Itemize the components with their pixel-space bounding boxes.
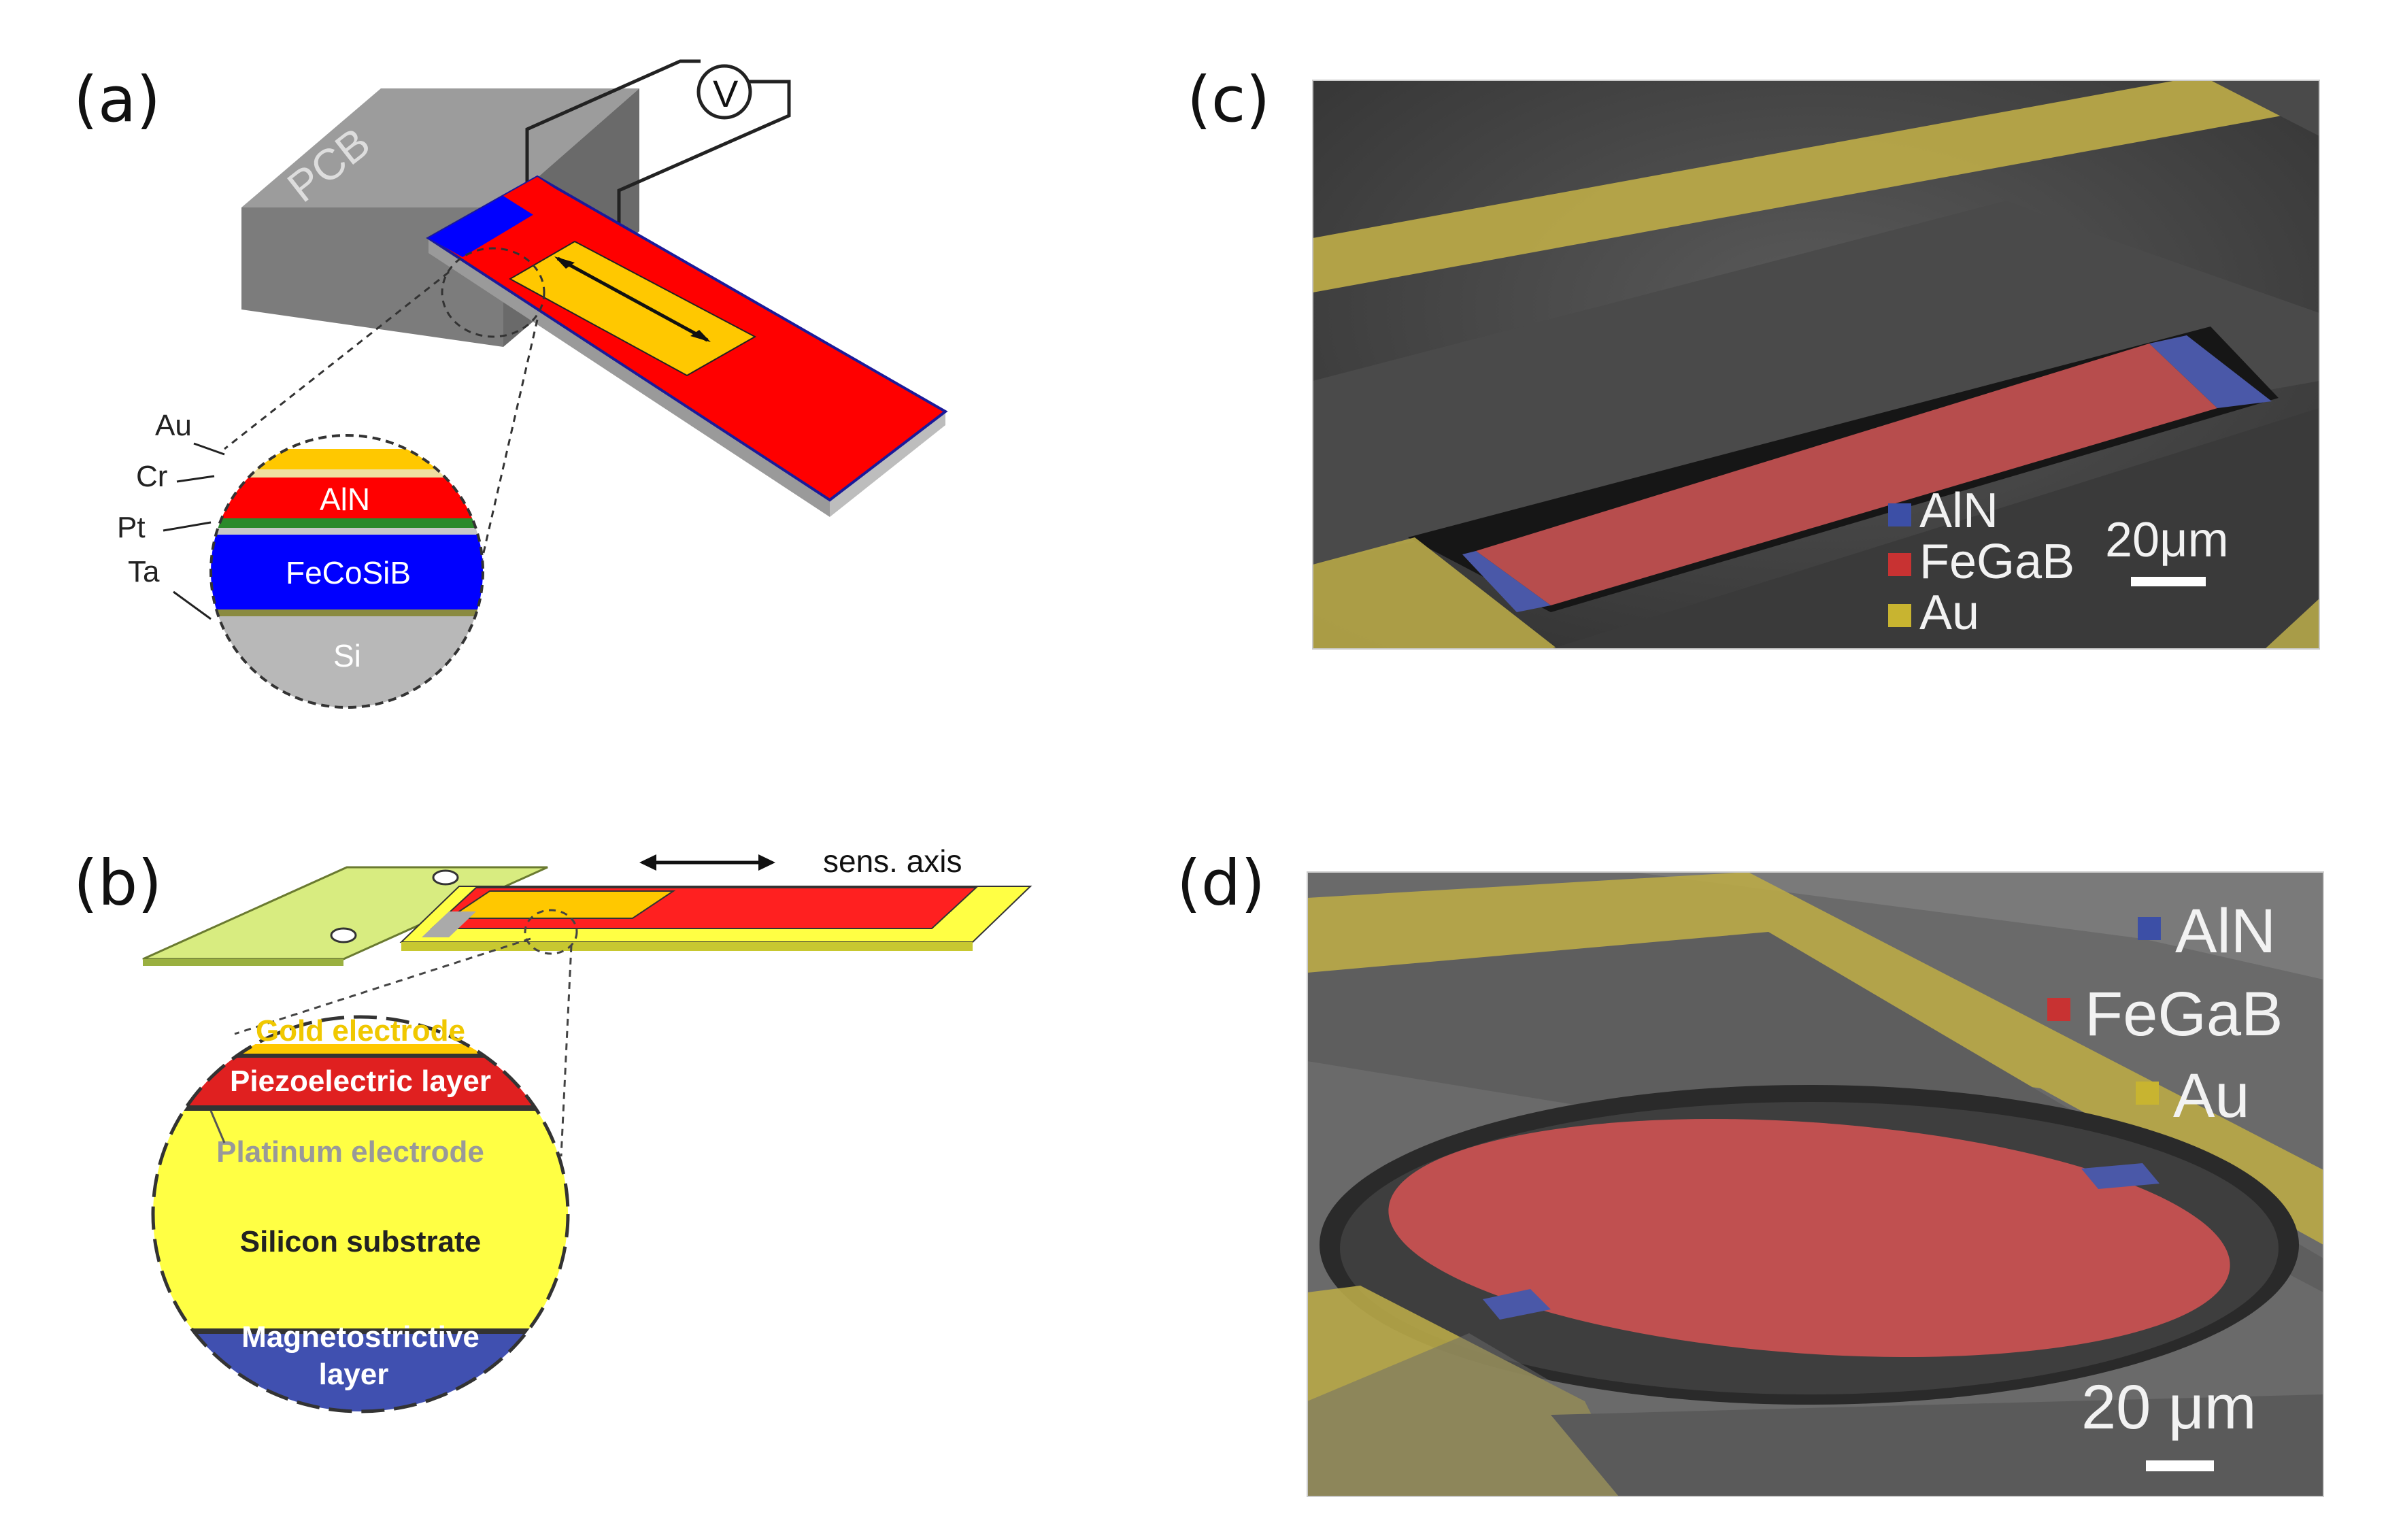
scale-bar-c — [2131, 577, 2206, 586]
inset-layer-aln: AlN — [320, 482, 370, 517]
layer-stack-inset: AlN FeCoSiB Si — [209, 434, 484, 709]
panel-c: (c) AlN FeGaB Au 20μm — [1187, 63, 2320, 650]
b-layer-magneto-1: Magnetostrictive — [241, 1320, 480, 1354]
b-layer-piezo: Piezoelectric layer — [230, 1065, 491, 1098]
zoom-indicator — [224, 247, 545, 586]
side-layer-labels: Au Cr Pt Ta — [117, 409, 225, 620]
panel-b-label: (b) — [73, 847, 162, 920]
panel-c-label: (c) — [1187, 63, 1270, 136]
cantilever-beam — [426, 175, 948, 517]
layer-label-ta: Ta — [128, 555, 160, 588]
sens-axis-arrow — [639, 854, 775, 871]
b-layer-platinum: Platinum electrode — [216, 1135, 484, 1169]
scale-bar-label-d: 20 μm — [2081, 1373, 2257, 1442]
panel-a: (a) PCB V — [73, 59, 948, 709]
legend-c-label-aln: AlN — [1919, 484, 1998, 538]
panel-d: (d) AlN FeGaB Au — [1177, 847, 2324, 1497]
legend-d-label-aln: AlN — [2175, 897, 2276, 966]
layer-label-cr: Cr — [136, 460, 167, 493]
panel-d-label: (d) — [1177, 847, 1265, 920]
legend-c-swatch-au — [1888, 604, 1911, 627]
scale-bar-label-c: 20μm — [2105, 513, 2229, 567]
b-layer-gold: Gold electrode — [256, 1014, 465, 1048]
layer-label-pt: Pt — [117, 511, 146, 544]
sem-image-c — [1313, 80, 2319, 649]
legend-c-label-au: Au — [1919, 586, 1979, 640]
panel-b: (b) sens. axis — [73, 843, 1032, 1413]
voltmeter-circuit — [525, 59, 791, 224]
legend-c-swatch-fegab — [1888, 553, 1911, 576]
voltmeter-symbol: V — [713, 72, 739, 115]
legend-c: AlN FeGaB Au — [1888, 484, 2074, 640]
legend-d-label-au: Au — [2173, 1061, 2250, 1131]
legend-d-swatch-fegab — [2047, 998, 2070, 1021]
layer-label-au: Au — [155, 409, 192, 442]
sensor-board — [142, 866, 548, 966]
b-layer-silicon: Silicon substrate — [240, 1225, 482, 1258]
b-layer-stack-inset: Gold electrode Piezoelectric layer Plati… — [151, 1014, 570, 1413]
legend-d-swatch-aln — [2138, 917, 2161, 940]
inset-layer-si: Si — [333, 638, 361, 673]
sens-axis-label: sens. axis — [823, 843, 962, 879]
scale-bar-d — [2146, 1460, 2214, 1471]
inset-layer-fecosib: FeCoSiB — [286, 555, 411, 590]
panel-a-label: (a) — [73, 63, 161, 136]
legend-d-swatch-au — [2136, 1082, 2159, 1105]
legend-d-label-fegab: FeGaB — [2085, 980, 2283, 1049]
legend-d: AlN FeGaB Au — [2047, 897, 2283, 1131]
legend-c-label-fegab: FeGaB — [1919, 535, 2074, 589]
b-layer-magneto-2: layer — [319, 1358, 389, 1391]
sem-image-d — [1307, 872, 2323, 1496]
sensor-beam — [399, 886, 1032, 951]
legend-c-swatch-aln — [1888, 503, 1911, 526]
b-zoom-indicator — [234, 909, 578, 1157]
